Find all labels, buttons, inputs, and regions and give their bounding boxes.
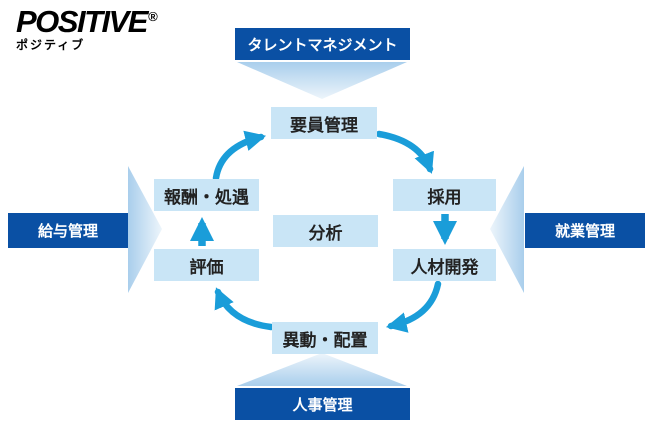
logo-wordmark-text: POSITIVE — [16, 4, 148, 39]
cycle-arrow-compensation-to-workforce-icon — [212, 130, 267, 182]
attendance-banner: 就業管理 — [525, 213, 645, 248]
cycle-arrow-transfer-to-evaluation-icon — [214, 287, 275, 331]
registered-trademark-icon: ® — [147, 8, 158, 24]
positive-logo: POSITIVE® ポジティブ — [16, 4, 158, 52]
attendance-left-arrow-icon — [490, 166, 524, 293]
compensation-box: 報酬・処遇 — [154, 179, 259, 211]
analysis-box: 分析 — [273, 215, 378, 247]
transfer-assignment-box: 異動・配置 — [272, 322, 378, 354]
evaluation-box: 評価 — [154, 249, 259, 281]
cycle-arrow-development-to-transfer-icon — [385, 280, 442, 333]
payroll-banner: 給与管理 — [8, 213, 128, 248]
talent-management-banner: タレントマネジメント — [235, 28, 410, 60]
hr-development-box: 人材開発 — [393, 249, 496, 281]
talent-down-arrow-icon — [237, 62, 407, 99]
logo-kana: ポジティブ — [16, 37, 86, 52]
logo-wordmark: POSITIVE® — [16, 4, 158, 39]
cycle-arrow-workforce-to-recruit-icon — [375, 130, 434, 174]
workforce-planning-box: 要員管理 — [271, 107, 377, 139]
hr-banner: 人事管理 — [235, 388, 410, 420]
hr-up-arrow-icon — [237, 353, 407, 386]
payroll-right-arrow-icon — [128, 166, 162, 293]
recruitment-box: 採用 — [393, 179, 496, 211]
